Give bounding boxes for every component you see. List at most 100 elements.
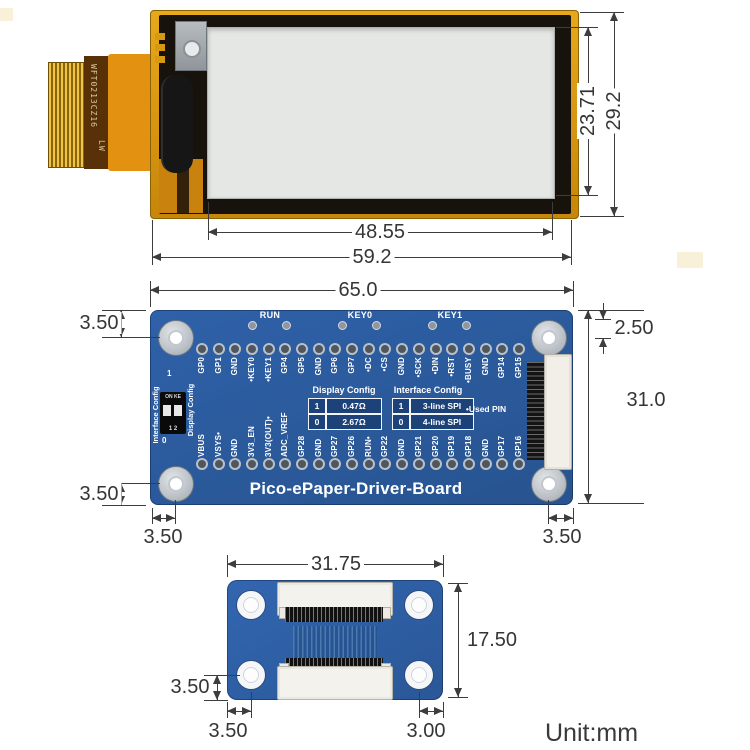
arrowhead	[434, 707, 443, 715]
dip-on-label: ON KE	[165, 394, 181, 400]
ext-line	[102, 337, 160, 338]
pin-label: GP15	[513, 357, 523, 379]
watermark-artifact	[677, 252, 703, 268]
pin-label: GP14	[497, 357, 507, 379]
pin-hole	[346, 343, 359, 355]
arrowhead	[584, 27, 592, 36]
pin-hole	[262, 343, 275, 355]
pin-label: GND	[480, 357, 490, 376]
pin-hole	[462, 458, 475, 470]
pin-hole	[312, 458, 325, 470]
mounting-hole	[405, 591, 433, 619]
arrowhead	[227, 560, 236, 568]
pin-hole	[296, 458, 309, 470]
pin-label: GP0	[197, 357, 206, 374]
ext-line	[595, 319, 611, 320]
pin-label: GP4	[280, 357, 290, 374]
dim-hole-top: 3.50	[76, 312, 122, 334]
pin-hole	[196, 458, 208, 470]
ext-line	[556, 27, 598, 28]
button-pad	[248, 321, 257, 330]
mounting-hole	[158, 466, 194, 502]
table-cell: 4-line SPI	[410, 414, 474, 430]
dim-adapter-height: 17.50	[463, 629, 521, 651]
ext-line	[443, 702, 444, 718]
key0-label: KEY0	[347, 310, 373, 320]
pin-hole	[362, 458, 375, 470]
arrowhead	[599, 338, 607, 347]
dim-hole-right: 3.50	[539, 526, 585, 548]
dim-adapter-hole-right: 3.00	[403, 720, 449, 742]
button-pad	[428, 321, 437, 330]
pin-hole	[479, 458, 492, 470]
dim-board-height: 31.0	[623, 389, 669, 411]
fpc-cable-label-strip	[84, 56, 110, 169]
fpc-connector-bottom	[277, 666, 393, 700]
pin-hole	[212, 458, 225, 470]
pin-hole	[412, 343, 425, 355]
pin-hole	[329, 343, 342, 355]
pin-hole	[279, 343, 292, 355]
dim-panel-width: 59.2	[349, 246, 395, 268]
table-cell: 3-line SPI	[410, 398, 474, 414]
dip-marker-0: 0	[162, 436, 167, 445]
pin-hole	[312, 343, 325, 355]
fpc-gold-fingers	[48, 62, 87, 168]
button-pad	[462, 321, 471, 330]
bracket-screw-hole	[183, 40, 201, 58]
ext-line	[204, 700, 228, 701]
dim-line	[419, 711, 443, 712]
ext-line	[175, 500, 176, 524]
pin-hole	[412, 458, 425, 470]
fpc-latch-top	[285, 607, 383, 622]
arrowhead	[564, 286, 573, 294]
dim-key-offset: 2.50	[611, 317, 657, 339]
pin-hole	[429, 343, 442, 355]
dim-line	[227, 711, 251, 712]
arrowhead	[227, 707, 236, 715]
fpc-cable	[108, 54, 154, 171]
ext-line	[571, 220, 572, 265]
arrowhead	[610, 207, 618, 216]
pin-label: GP5	[297, 357, 307, 374]
ext-line	[204, 675, 240, 676]
ext-line	[573, 508, 574, 524]
pin-label: •KEY0	[247, 357, 257, 382]
table-cell: 1	[308, 398, 326, 414]
adapter-board	[227, 580, 443, 700]
arrowhead	[610, 12, 618, 21]
pin-hole	[196, 343, 208, 355]
dim-hole-bottom: 3.50	[76, 483, 122, 505]
run-label: RUN	[259, 310, 281, 320]
used-pin-note: •Used PIN	[465, 404, 507, 414]
dim-screen-height: 23.71	[577, 82, 599, 140]
pin-hole	[496, 458, 509, 470]
pin-label: GP1	[213, 357, 223, 374]
pin-label: 3V3(OUT)•	[263, 415, 273, 457]
arrowhead	[454, 583, 462, 592]
pin-hole	[329, 458, 342, 470]
dim-panel-height: 29.2	[603, 88, 625, 134]
ext-line	[102, 483, 160, 484]
dip-marker-1: 1	[167, 369, 172, 378]
dim-line	[217, 675, 218, 700]
ext-line	[152, 220, 153, 265]
pin-hole	[212, 343, 225, 355]
arrowhead	[434, 560, 443, 568]
arrowhead	[584, 310, 592, 319]
ext-line	[573, 281, 574, 307]
arrowhead	[454, 688, 462, 697]
cable-part-number: WFT0213CZ16	[89, 64, 98, 128]
pin-label: 3V3_EN	[247, 426, 257, 457]
arrowhead	[152, 514, 161, 522]
arrowhead	[584, 494, 592, 503]
pin-hole	[396, 343, 409, 355]
dim-line	[458, 583, 459, 697]
button-pad	[282, 321, 291, 330]
pin-hole	[429, 458, 442, 470]
button-pad	[372, 321, 381, 330]
display-config-label: Display Config	[186, 383, 195, 437]
ext-line	[578, 503, 644, 504]
pin-hole	[446, 458, 459, 470]
arrowhead	[543, 228, 552, 236]
